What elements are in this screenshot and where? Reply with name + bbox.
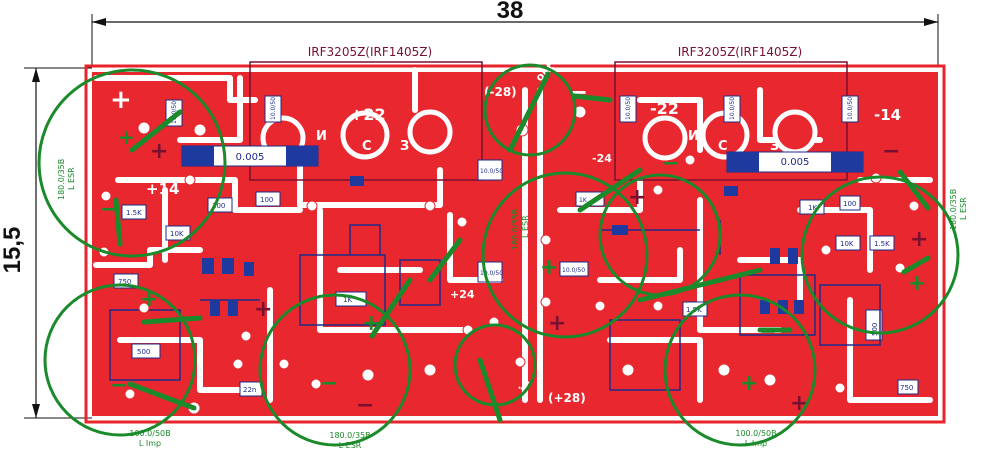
- svg-text:10.0/50: 10.0/50: [625, 97, 632, 120]
- svg-text:1K: 1K: [343, 296, 352, 304]
- svg-text:100: 100: [843, 200, 856, 208]
- svg-text:1K: 1K: [579, 197, 588, 204]
- transistor-label-left: IRF3205Z(IRF1405Z): [308, 45, 432, 59]
- rail-label: -14: [874, 106, 901, 124]
- pin-label: С: [718, 139, 728, 154]
- svg-text:L ESR: L ESR: [339, 441, 362, 450]
- svg-text:−: −: [110, 373, 128, 398]
- height-label: 15,5: [0, 227, 26, 274]
- svg-text:10.0/50: 10.0/50: [847, 97, 854, 120]
- svg-text:180.0/35В: 180.0/35В: [329, 431, 370, 440]
- transistor-label-right: IRF3205Z(IRF1405Z): [678, 45, 802, 59]
- svg-text:10.0/50: 10.0/50: [171, 101, 178, 124]
- rail-label: (-28): [484, 85, 517, 99]
- svg-text:500: 500: [137, 348, 150, 356]
- dimension-width: 38: [91, 0, 939, 66]
- svg-text:+: +: [910, 227, 928, 252]
- transistor-pads-right: [642, 109, 818, 161]
- svg-text:100: 100: [260, 196, 273, 204]
- svg-text:180.0/35В: 180.0/35В: [949, 189, 958, 230]
- svg-text:L ESR: L ESR: [521, 215, 530, 238]
- svg-text:22n: 22n: [243, 386, 256, 394]
- svg-text:+: +: [118, 125, 135, 149]
- capacitor-labels: 180.0/35В L ESR 100.0/50В L Imp 180.0/35…: [57, 159, 968, 450]
- svg-text:+: +: [150, 139, 168, 164]
- small-parts: 10.0/50 10.0/50 1.5K 10K 100 100 750 500…: [113, 95, 919, 397]
- isolation-gaps: [93, 67, 933, 403]
- svg-text:+: +: [254, 297, 272, 322]
- svg-text:L ESR: L ESR: [959, 197, 968, 220]
- transistor-outline-left: [249, 61, 483, 181]
- svg-text:−: −: [662, 151, 680, 176]
- svg-text:1.5K: 1.5K: [126, 209, 142, 217]
- pin-label: И: [316, 129, 327, 144]
- shunt-left: 0.005: [181, 145, 319, 167]
- svg-text:−: −: [320, 371, 338, 396]
- svg-text:750: 750: [900, 384, 913, 392]
- pin-label: И: [688, 129, 699, 144]
- svg-text:+: +: [740, 371, 758, 396]
- svg-text:10.0/50: 10.0/50: [729, 97, 736, 120]
- svg-text:+: +: [908, 271, 926, 296]
- pin-label: С: [362, 139, 372, 154]
- svg-text:+: +: [548, 311, 566, 336]
- svg-text:L Imp: L Imp: [139, 439, 161, 448]
- svg-text:10K: 10K: [170, 230, 184, 238]
- svg-text:−: −: [356, 393, 374, 418]
- svg-text:L Imp: L Imp: [745, 439, 767, 448]
- svg-text:L ESR: L ESR: [67, 167, 76, 190]
- pin-label: З: [400, 139, 409, 154]
- svg-text:100.0/50В: 100.0/50В: [735, 429, 776, 438]
- svg-text:+: +: [110, 85, 132, 115]
- svg-text:180.0/35В: 180.0/35В: [511, 209, 520, 250]
- svg-text:750: 750: [118, 278, 131, 286]
- rail-label: +14: [146, 180, 179, 198]
- svg-text:+: +: [628, 185, 646, 210]
- svg-text:−: −: [882, 139, 900, 164]
- svg-text:1K: 1K: [808, 204, 817, 212]
- shunt-value: 0.005: [236, 152, 265, 163]
- shunt-right: 0.005: [726, 151, 864, 173]
- svg-text:10.0/50: 10.0/50: [562, 267, 585, 274]
- rail-label: +22: [350, 105, 386, 124]
- svg-text:10.0/50: 10.0/50: [480, 270, 503, 277]
- svg-text:1.5K: 1.5K: [874, 240, 890, 248]
- svg-text:100: 100: [212, 202, 225, 210]
- svg-text:180.0/35В: 180.0/35В: [57, 159, 66, 200]
- svg-text:+: +: [540, 255, 558, 280]
- rail-label: -24: [592, 152, 612, 165]
- svg-text:10.0/50: 10.0/50: [270, 97, 277, 120]
- shunt-value: 0.005: [781, 157, 810, 168]
- capacitor-outlines: [37, 63, 960, 447]
- svg-text:10K: 10K: [840, 240, 854, 248]
- rail-label: (+28): [548, 391, 586, 405]
- svg-text:500: 500: [871, 323, 879, 336]
- svg-text:100.0/50В: 100.0/50В: [129, 429, 170, 438]
- rail-label: +24: [450, 288, 475, 301]
- width-label: 38: [497, 0, 524, 24]
- io-label: in: [517, 378, 533, 393]
- pin-label: З: [770, 139, 779, 154]
- rail-label: -22: [650, 99, 679, 118]
- vias: [98, 105, 920, 415]
- dimension-height: 15,5: [0, 67, 92, 419]
- svg-text:10.0/50: 10.0/50: [480, 168, 503, 175]
